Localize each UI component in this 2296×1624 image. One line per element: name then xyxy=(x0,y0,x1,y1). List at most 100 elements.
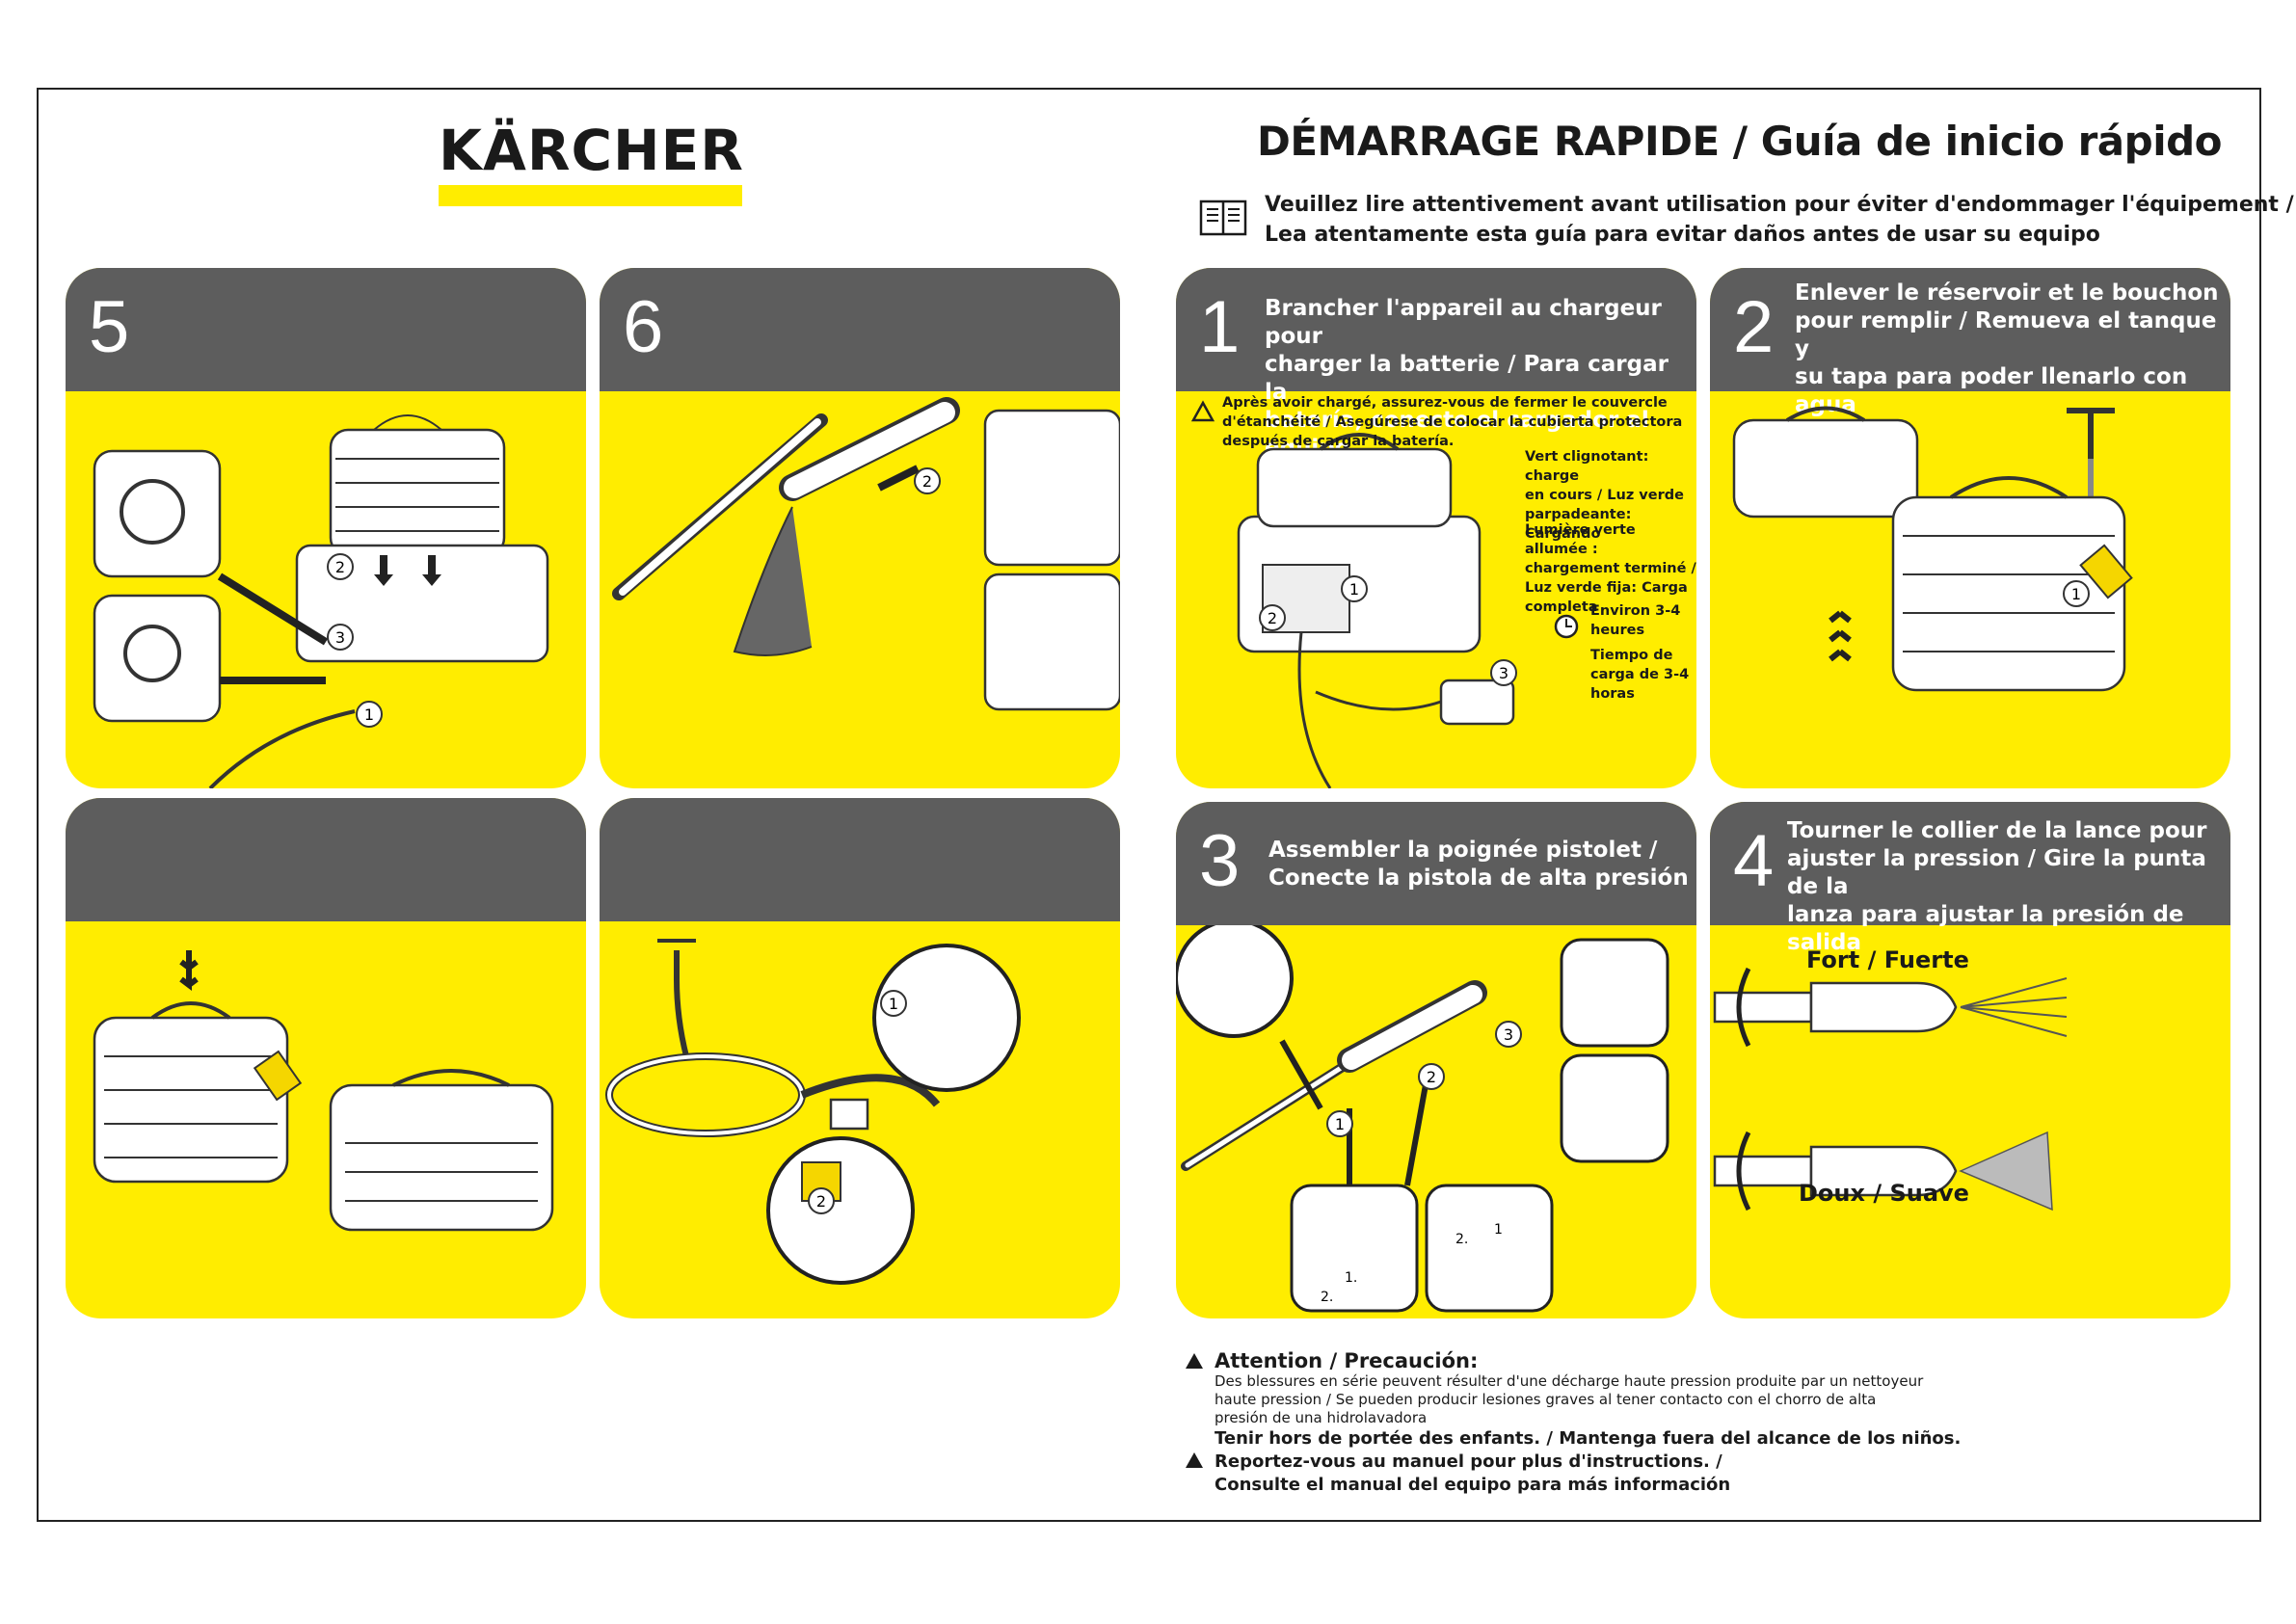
step-text-line: Conecte la pistola de alta presión xyxy=(1268,865,1689,891)
step-number: 6 xyxy=(623,286,664,368)
step-instruction: Brancher l'appareil au chargeur pour cha… xyxy=(1265,295,1696,463)
note-line: Luz verde fija: Carga xyxy=(1525,580,1688,596)
warning-line: Après avoir chargé, assurez-vous de ferm… xyxy=(1222,395,1668,411)
illustration-connect-hose: 1 2 xyxy=(605,939,1021,1285)
step-text-line: su tapa para poder llenarlo con agua xyxy=(1795,364,2188,417)
caution-line: haute pression / Se pueden producir lesi… xyxy=(1215,1391,1877,1408)
panel-step-7 xyxy=(66,798,586,1318)
soft-pressure-label: Doux / Suave xyxy=(1799,1180,1969,1207)
solid-light-note: Lumière verte allumée : chargement termi… xyxy=(1525,520,1696,617)
detail-label: 1. xyxy=(1345,1270,1357,1286)
note-line: Environ 3-4 xyxy=(1590,603,1681,619)
panel-step-4: 4 Tourner le collier de la lance pour aj… xyxy=(1710,802,2230,1318)
step-text-line: ajuster la pression / Gire la punta de l… xyxy=(1787,846,2206,899)
callout-2: 2 xyxy=(1268,609,1277,627)
blink-note: Vert clignotant: charge en cours / Luz v… xyxy=(1525,447,1696,544)
panel-step-6: 6 2 xyxy=(600,268,1120,788)
detail-label: 2. xyxy=(1455,1232,1468,1247)
karcher-logo: KÄRCHER xyxy=(439,118,744,206)
panel-step-8: 1 2 xyxy=(600,798,1120,1318)
page-title: DÉMARRAGE RAPIDE / Guía de inicio rápido xyxy=(1257,118,2223,165)
illustration-assemble-gun: 1 2 3 1. 2. 2. 1 xyxy=(1176,925,1669,1313)
panel-step-5: 5 1 2 3 xyxy=(66,268,586,788)
caution-title-row: Attention / Precaución: xyxy=(1186,1349,1966,1372)
step-instruction: Assembler la poignée pistolet / Conecte … xyxy=(1268,837,1689,892)
caution-body: Des blessures en série peuvent résulter … xyxy=(1215,1372,1966,1427)
panel-header: 3 Assembler la poignée pistolet / Conect… xyxy=(1176,802,1696,925)
note-line: parpadeante: Cargando xyxy=(1525,507,1632,542)
illustration-fill-tank: 1 xyxy=(1732,406,2133,692)
step-instruction: Enlever le réservoir et le bouchon pour … xyxy=(1795,280,2230,447)
step-instruction: Tourner le collier de la lance pour ajus… xyxy=(1787,817,2230,957)
note-line: Vert clignotant: charge xyxy=(1525,449,1649,484)
caution-section: Attention / Precaución: Des blessures en… xyxy=(1186,1349,1966,1497)
illustration-adjust-nozzle xyxy=(1713,967,2068,1211)
panel-header: 5 xyxy=(66,268,586,391)
step-number: 1 xyxy=(1199,286,1241,368)
manual-line: Consulte el manual del equipo para más i… xyxy=(1215,1475,1731,1495)
step-number: 4 xyxy=(1733,820,1775,902)
step-text-line: lanza para ajustar la presión de salida xyxy=(1787,902,2184,955)
panel-step-1: 1 Brancher l'appareil au chargeur pour c… xyxy=(1176,268,1696,788)
warning-line: después de cargar la batería. xyxy=(1222,434,1455,449)
strong-pressure-label: Fort / Fuerte xyxy=(1806,946,1969,973)
panel-header xyxy=(66,798,586,921)
manual-line: Reportez-vous au manuel pour plus d'inst… xyxy=(1215,1451,1722,1472)
callout-1: 1 xyxy=(1335,1115,1345,1133)
callout-1: 1 xyxy=(2071,585,2081,603)
step-number: 3 xyxy=(1199,820,1241,902)
panel-step-2: 2 Enlever le réservoir et le bouchon pou… xyxy=(1710,268,2230,788)
step-number: 2 xyxy=(1733,286,1775,368)
warning-triangle-icon xyxy=(1186,1452,1203,1468)
logo-underline xyxy=(439,185,742,206)
page-border xyxy=(37,88,2261,1522)
note-line: en cours / Luz verde xyxy=(1525,488,1684,503)
panel-header: 4 Tourner le collier de la lance pour aj… xyxy=(1710,802,2230,955)
step-text-line: Assembler la poignée pistolet / xyxy=(1268,838,1658,863)
illustration-mount-tank: 1 2 3 xyxy=(93,414,549,788)
children-warning: Tenir hors de portée des enfants. / Mant… xyxy=(1215,1428,1962,1449)
callout-2: 2 xyxy=(335,558,345,576)
note-line: Lumière verte allumée : xyxy=(1525,522,1636,557)
note-line: carga de 3-4 xyxy=(1590,667,1690,682)
callout-3: 3 xyxy=(1499,664,1508,682)
note-line: horas xyxy=(1590,686,1635,702)
illustration-replace-tank xyxy=(93,950,554,1232)
manual-row: Reportez-vous au manuel pour plus d'inst… xyxy=(1186,1451,1966,1474)
panel-header: 6 xyxy=(600,268,1120,391)
panel-header xyxy=(600,798,1120,921)
caution-line: Des blessures en série peuvent résulter … xyxy=(1215,1372,1924,1390)
logo-text: KÄRCHER xyxy=(439,118,744,183)
step-text-line: Enlever le réservoir et le bouchon xyxy=(1795,280,2219,306)
note-line: Tiempo de xyxy=(1590,648,1673,663)
callout-2: 2 xyxy=(922,472,932,491)
callout-2: 2 xyxy=(1427,1068,1436,1086)
warning-triangle-icon xyxy=(1186,1353,1203,1369)
illustration-charging: 1 2 3 xyxy=(1190,400,1579,788)
callout-1: 1 xyxy=(889,995,898,1013)
panel-header: 1 Brancher l'appareil au chargeur pour c… xyxy=(1176,268,1696,461)
step-text-line: pour remplir / Remueva el tanque y xyxy=(1795,308,2217,361)
detail-label: 1 xyxy=(1494,1222,1503,1238)
panel-step-3: 3 Assembler la poignée pistolet / Conect… xyxy=(1176,802,1696,1318)
note-line: chargement terminé / xyxy=(1525,561,1696,576)
charge-time-note: Environ 3-4 heures Tiempo de carga de 3-… xyxy=(1590,601,1689,704)
book-icon xyxy=(1199,200,1247,236)
caution-line: presión de una hidrolavadora xyxy=(1215,1409,1428,1426)
caution-title: Attention / Precaución: xyxy=(1215,1349,1479,1372)
charging-warning: Après avoir chargé, assurez-vous de ferm… xyxy=(1222,393,1682,451)
step-number: 5 xyxy=(89,286,130,368)
callout-3: 3 xyxy=(335,628,345,647)
step-text-line: Tourner le collier de la lance pour xyxy=(1787,818,2207,843)
callout-2: 2 xyxy=(816,1192,826,1211)
panel-header: 2 Enlever le réservoir et le bouchon pou… xyxy=(1710,268,2230,445)
callout-1: 1 xyxy=(364,706,374,724)
callout-1: 1 xyxy=(1349,580,1359,599)
note-line: heures xyxy=(1590,623,1645,638)
detail-label: 2. xyxy=(1321,1290,1333,1305)
callout-3: 3 xyxy=(1504,1025,1513,1044)
note-line: completa xyxy=(1525,599,1598,615)
illustration-attach-lance: 2 xyxy=(612,397,1120,711)
intro-line-2: Lea atentamente esta guía para evitar da… xyxy=(1265,223,2100,247)
step-text-line: Brancher l'appareil au chargeur pour xyxy=(1265,296,1662,349)
